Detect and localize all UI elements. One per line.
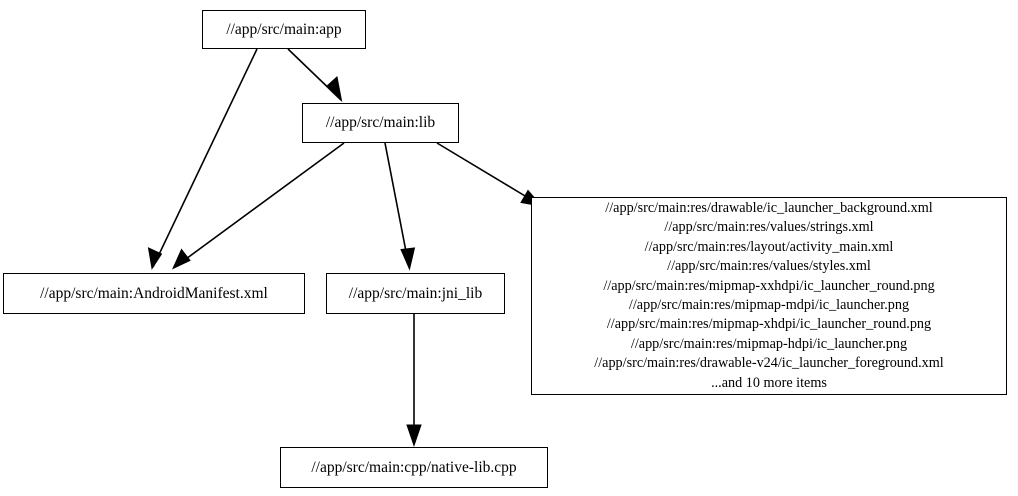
edge-app-to-manifest <box>147 48 258 270</box>
node-android-manifest-label: //app/src/main:AndroidManifest.xml <box>40 284 268 302</box>
node-native-lib-cpp-label: //app/src/main:cpp/native-lib.cpp <box>311 458 517 476</box>
edge-jni-lib-to-native-lib <box>406 314 422 448</box>
node-resources-label: //app/src/main:res/drawable/ic_launcher_… <box>594 199 944 391</box>
node-app[interactable]: //app/src/main:app <box>202 10 366 49</box>
node-jni-lib-label: //app/src/main:jni_lib <box>348 284 483 302</box>
node-app-label: //app/src/main:app <box>226 20 342 38</box>
node-android-manifest[interactable]: //app/src/main:AndroidManifest.xml <box>3 273 305 314</box>
edge-lib-to-jni-lib <box>384 142 416 271</box>
node-jni-lib[interactable]: //app/src/main:jni_lib <box>326 273 505 314</box>
edge-app-to-lib <box>287 48 343 103</box>
node-lib[interactable]: //app/src/main:lib <box>302 103 459 143</box>
node-lib-label: //app/src/main:lib <box>325 114 436 132</box>
edge-lib-to-resources <box>436 142 543 207</box>
node-resources[interactable]: //app/src/main:res/drawable/ic_launcher_… <box>531 197 1007 395</box>
edge-lib-to-manifest <box>171 142 345 270</box>
node-native-lib-cpp[interactable]: //app/src/main:cpp/native-lib.cpp <box>280 447 548 488</box>
